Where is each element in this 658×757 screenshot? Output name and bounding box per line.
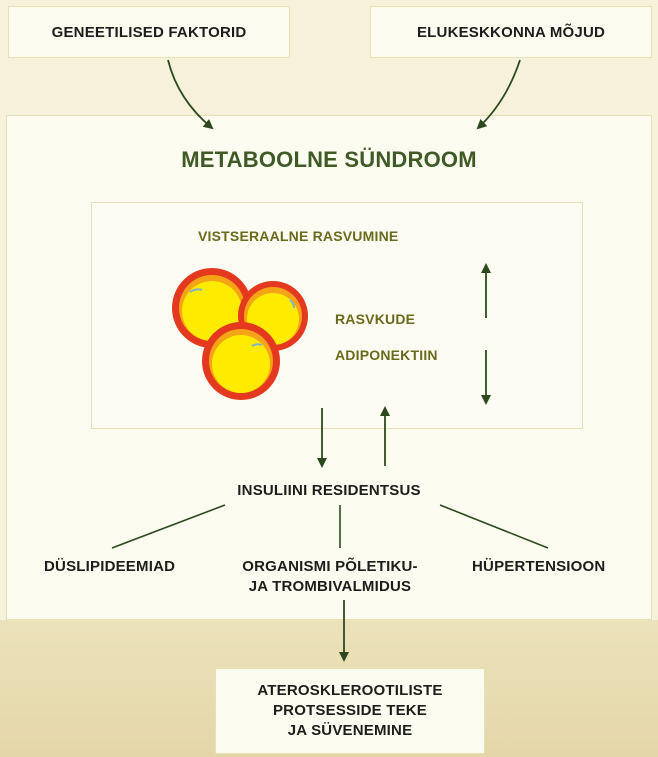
fat-cells-icon — [172, 268, 308, 400]
line-to-dyslipidemia — [112, 505, 225, 548]
arrow-environment-to-syndrome — [478, 60, 520, 128]
arrow-genetic-to-syndrome — [168, 60, 212, 128]
line-to-hypertension — [440, 505, 548, 548]
